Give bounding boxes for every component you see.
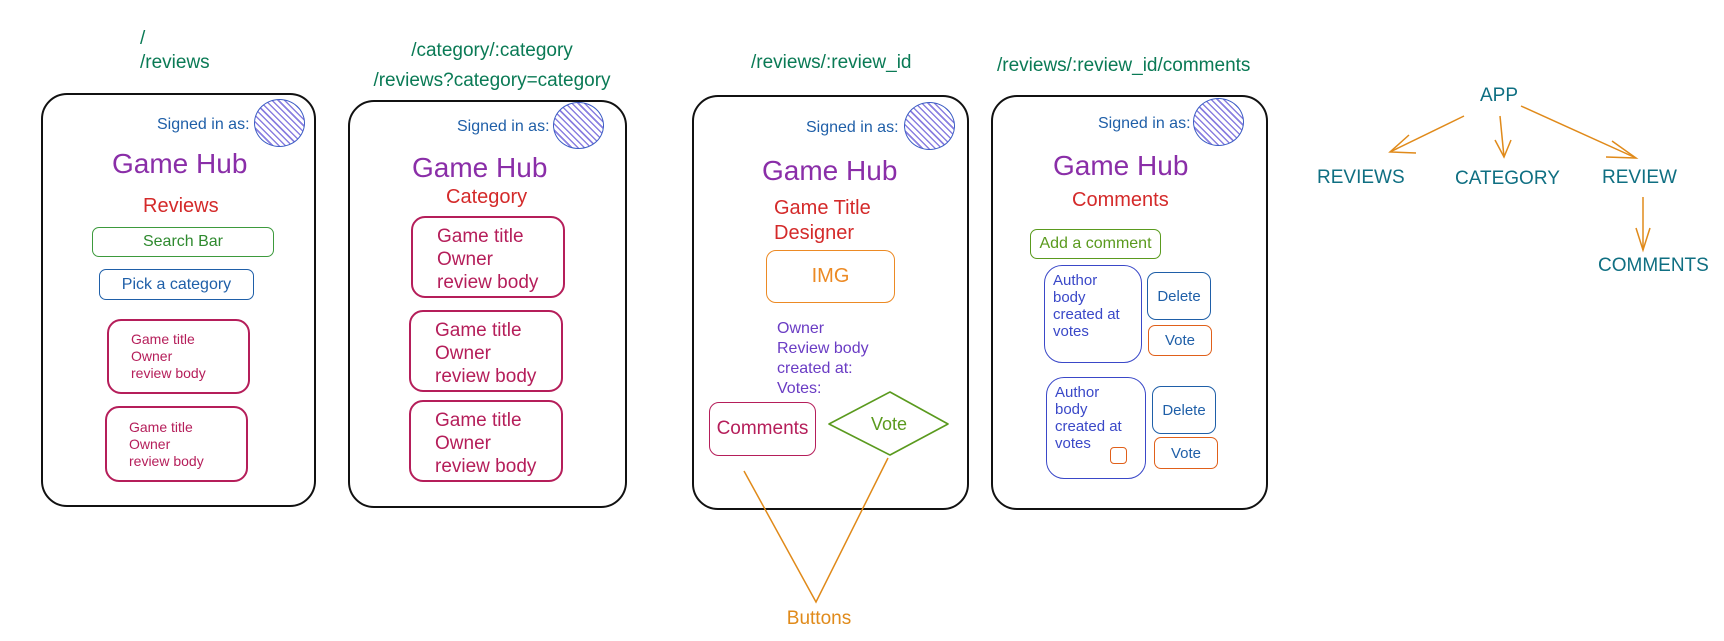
comment-created-at: created at [1053, 306, 1120, 323]
arrow-app-reviews [1389, 115, 1465, 153]
avatar[interactable] [904, 102, 955, 150]
signed-in-label: Signed in as: [157, 116, 250, 133]
vote-button[interactable]: Vote [1148, 325, 1212, 356]
arrowhead [1605, 140, 1639, 159]
review-card[interactable]: Game title Owner review body [409, 310, 563, 392]
review-card[interactable]: Game title Owner review body [107, 319, 250, 394]
section-title: Comments [1072, 189, 1169, 211]
game-designer: Designer [774, 222, 855, 244]
screen-category [348, 100, 627, 508]
card-title: Game title [437, 226, 524, 247]
card-owner: Owner [131, 348, 173, 364]
review-votes: Votes: [777, 380, 822, 397]
section-title: Reviews [143, 195, 219, 217]
arrow-app-category [1499, 115, 1505, 158]
buttons-note: Buttons [787, 608, 851, 629]
buttons-pointer-lines [743, 457, 889, 604]
comment-body: body [1055, 401, 1088, 418]
route-comments: /reviews/:review_id/comments [997, 55, 1251, 76]
arrowhead [1635, 227, 1651, 253]
arrow-app-review [1520, 105, 1637, 159]
tree-node-review: REVIEW [1602, 167, 1677, 188]
delete-button[interactable]: Delete [1152, 386, 1216, 434]
search-bar[interactable]: Search Bar [92, 227, 274, 257]
signed-in-label: Signed in as: [1098, 115, 1191, 132]
route-review-id: /reviews/:review_id [751, 52, 912, 73]
comment-author: Author [1053, 272, 1098, 289]
vote-diamond-shape [828, 391, 949, 456]
vote-diamond-label: Vote [871, 414, 907, 434]
review-card[interactable]: Game title Owner review body [409, 400, 563, 482]
comment-body: body [1053, 289, 1086, 306]
screen-review [692, 95, 969, 510]
card-title: Game title [435, 410, 522, 431]
brand-title: Game Hub [112, 148, 248, 179]
card-body: review body [437, 272, 539, 293]
card-owner: Owner [437, 249, 493, 270]
comment-votes: votes [1055, 435, 1091, 452]
review-details: Owner Review body created at: Votes: [777, 319, 869, 399]
avatar[interactable] [254, 99, 305, 147]
arrowhead [1494, 139, 1512, 159]
vote-checkbox[interactable] [1110, 447, 1127, 464]
route-category: /category/:category [411, 40, 573, 61]
card-owner: Owner [435, 433, 491, 454]
tree-node-comments: COMMENTS [1598, 255, 1709, 276]
card-body: review body [129, 453, 204, 469]
brand-title: Game Hub [412, 152, 548, 183]
review-card[interactable]: Game title Owner review body [411, 216, 565, 298]
brand-title: Game Hub [762, 155, 898, 186]
comment-votes: votes [1053, 323, 1089, 340]
comments-button[interactable]: Comments [709, 402, 816, 456]
comment-created-at: created at [1055, 418, 1122, 435]
tree-node-category: CATEGORY [1455, 168, 1560, 189]
arrowhead [1388, 134, 1417, 154]
review-card[interactable]: Game title Owner review body [105, 406, 248, 482]
comment-card: Author body created at votes [1044, 265, 1142, 363]
card-title: Game title [131, 331, 195, 347]
card-owner: Owner [435, 343, 491, 364]
signed-in-label: Signed in as: [457, 118, 550, 135]
vote-button[interactable]: Vote [1154, 437, 1218, 469]
card-body: review body [435, 456, 537, 477]
avatar[interactable] [1193, 98, 1244, 146]
route-reviews-query: /reviews?category=category [373, 70, 611, 91]
section-title: Category [446, 186, 528, 208]
review-image: IMG [766, 250, 895, 303]
tree-node-app: APP [1480, 85, 1519, 106]
route-reviews: /reviews [140, 52, 210, 73]
card-title: Game title [435, 320, 522, 341]
brand-title: Game Hub [1053, 150, 1189, 181]
route-root: / [140, 28, 146, 49]
comment-card: Author body created at votes [1046, 377, 1146, 479]
avatar[interactable] [553, 102, 604, 149]
comment-author: Author [1055, 384, 1100, 401]
add-comment-button[interactable]: Add a comment [1030, 229, 1161, 259]
delete-button[interactable]: Delete [1147, 272, 1211, 320]
review-body: Review body [777, 340, 869, 357]
screen-comments [991, 95, 1268, 510]
card-body: review body [131, 365, 206, 381]
category-picker[interactable]: Pick a category [99, 269, 254, 300]
game-title: Game Title [774, 197, 871, 219]
card-title: Game title [129, 419, 193, 435]
tree-arrows [1388, 105, 1651, 253]
vote-diamond-button[interactable]: Vote [828, 391, 949, 456]
review-created-at: created at: [777, 360, 853, 377]
signed-in-label: Signed in as: [806, 119, 899, 136]
tree-node-reviews: REVIEWS [1317, 167, 1405, 188]
review-owner: Owner [777, 320, 825, 337]
card-body: review body [435, 366, 537, 387]
card-owner: Owner [129, 436, 171, 452]
screen-reviews [41, 93, 316, 507]
pointer-line [743, 457, 889, 604]
